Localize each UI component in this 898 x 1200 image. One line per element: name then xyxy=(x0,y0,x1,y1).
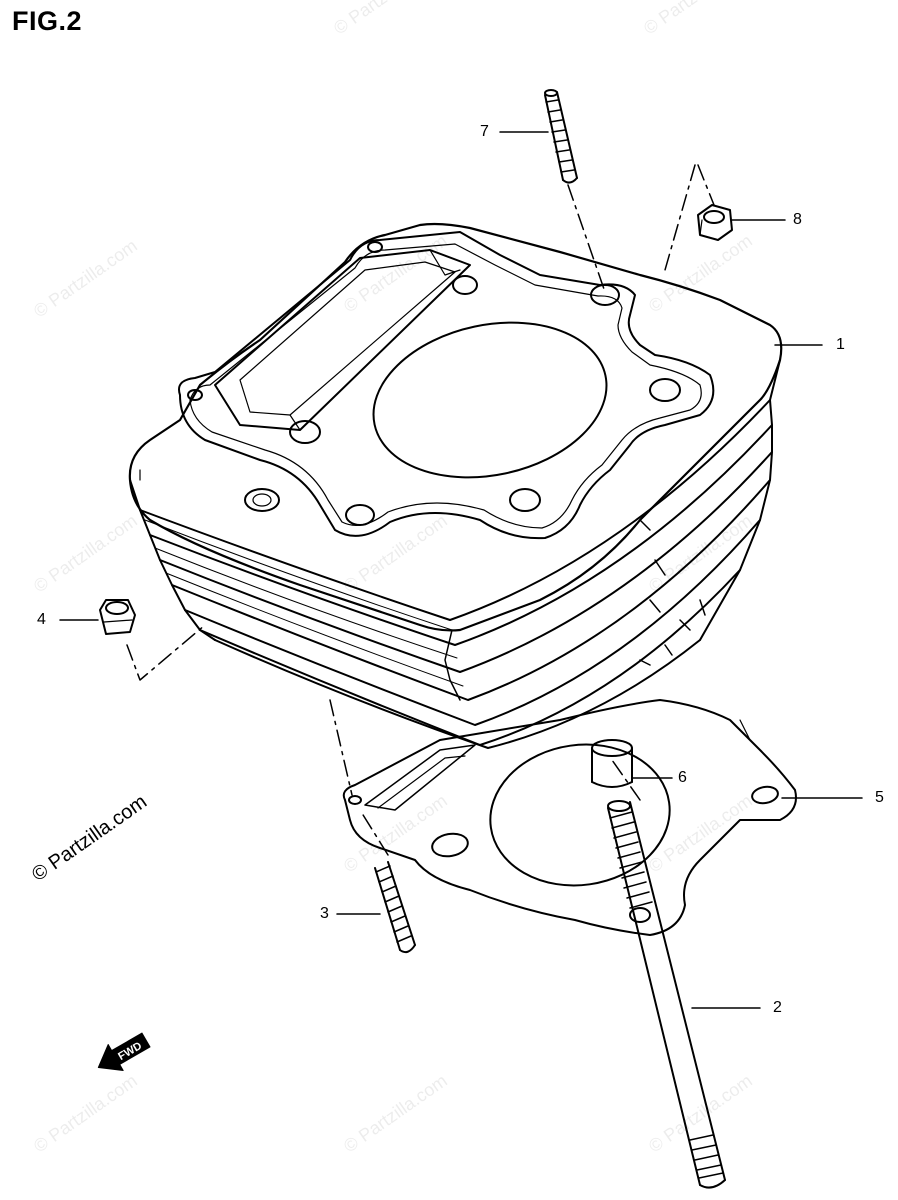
dowel-pin[interactable] xyxy=(591,739,633,788)
top-stud-bolt[interactable] xyxy=(544,89,578,184)
callout-8[interactable]: 8 xyxy=(793,211,802,228)
callout-3[interactable]: 3 xyxy=(320,905,329,922)
forward-direction-arrow: FWD xyxy=(97,1032,151,1071)
callout-7[interactable]: 7 xyxy=(480,123,489,140)
nut-left[interactable] xyxy=(99,599,136,635)
assembly-centerlines xyxy=(126,164,715,856)
long-stud-bolt[interactable] xyxy=(607,800,726,1189)
callout-5[interactable]: 5 xyxy=(875,789,884,806)
callout-6[interactable]: 6 xyxy=(678,769,687,786)
callout-2[interactable]: 2 xyxy=(773,999,782,1016)
cylinder-base-gasket[interactable] xyxy=(342,699,797,936)
nut-right[interactable] xyxy=(697,204,733,241)
short-stud-bolt[interactable] xyxy=(374,861,416,954)
leader-lines xyxy=(59,131,863,1009)
direction-arrow-label: FWD xyxy=(116,1040,144,1063)
callout-1[interactable]: 1 xyxy=(836,336,845,353)
cylinder[interactable] xyxy=(128,222,783,749)
callout-4[interactable]: 4 xyxy=(37,611,46,628)
figure-title: FIG.2 xyxy=(12,6,83,36)
